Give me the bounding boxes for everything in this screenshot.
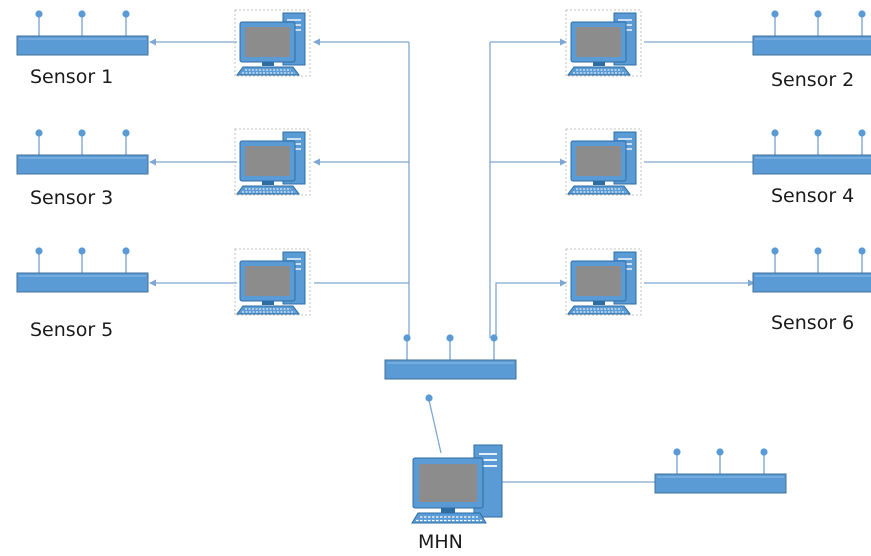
link-trunk-to-computer-6 — [495, 279, 567, 338]
link-mhn-to-central-hub — [428, 399, 442, 454]
sensor-1-hub-icon — [16, 9, 149, 56]
central-hub-icon — [384, 333, 517, 380]
mhn-computer-icon — [411, 444, 503, 524]
sensor-4-hub-icon — [752, 128, 871, 175]
sensor-5-label: Sensor 5 — [30, 319, 114, 341]
sensor-3-hub-icon — [16, 128, 149, 175]
mhn-label: MHN — [418, 531, 463, 553]
central-hub-node-dot — [425, 394, 433, 402]
sensor-6-label: Sensor 6 — [771, 312, 855, 334]
computer-5-icon — [234, 248, 311, 316]
sensor-4-label: Sensor 4 — [771, 185, 855, 207]
computer-4-icon — [565, 128, 642, 196]
computer-6-icon — [565, 248, 642, 316]
sensor-5-hub-icon — [16, 246, 149, 293]
mhn-local-hub-icon — [654, 447, 787, 494]
computer-1-icon — [234, 9, 311, 77]
connection-lines — [149, 38, 755, 483]
sensor-1-label: Sensor 1 — [30, 66, 114, 88]
computer-3-icon — [234, 128, 311, 196]
computer-2-icon — [565, 9, 642, 77]
sensor-6-hub-icon — [752, 246, 871, 293]
sensor-2-hub-icon — [752, 9, 871, 56]
sensor-3-label: Sensor 3 — [30, 187, 114, 209]
sensor-2-label: Sensor 2 — [771, 69, 855, 91]
